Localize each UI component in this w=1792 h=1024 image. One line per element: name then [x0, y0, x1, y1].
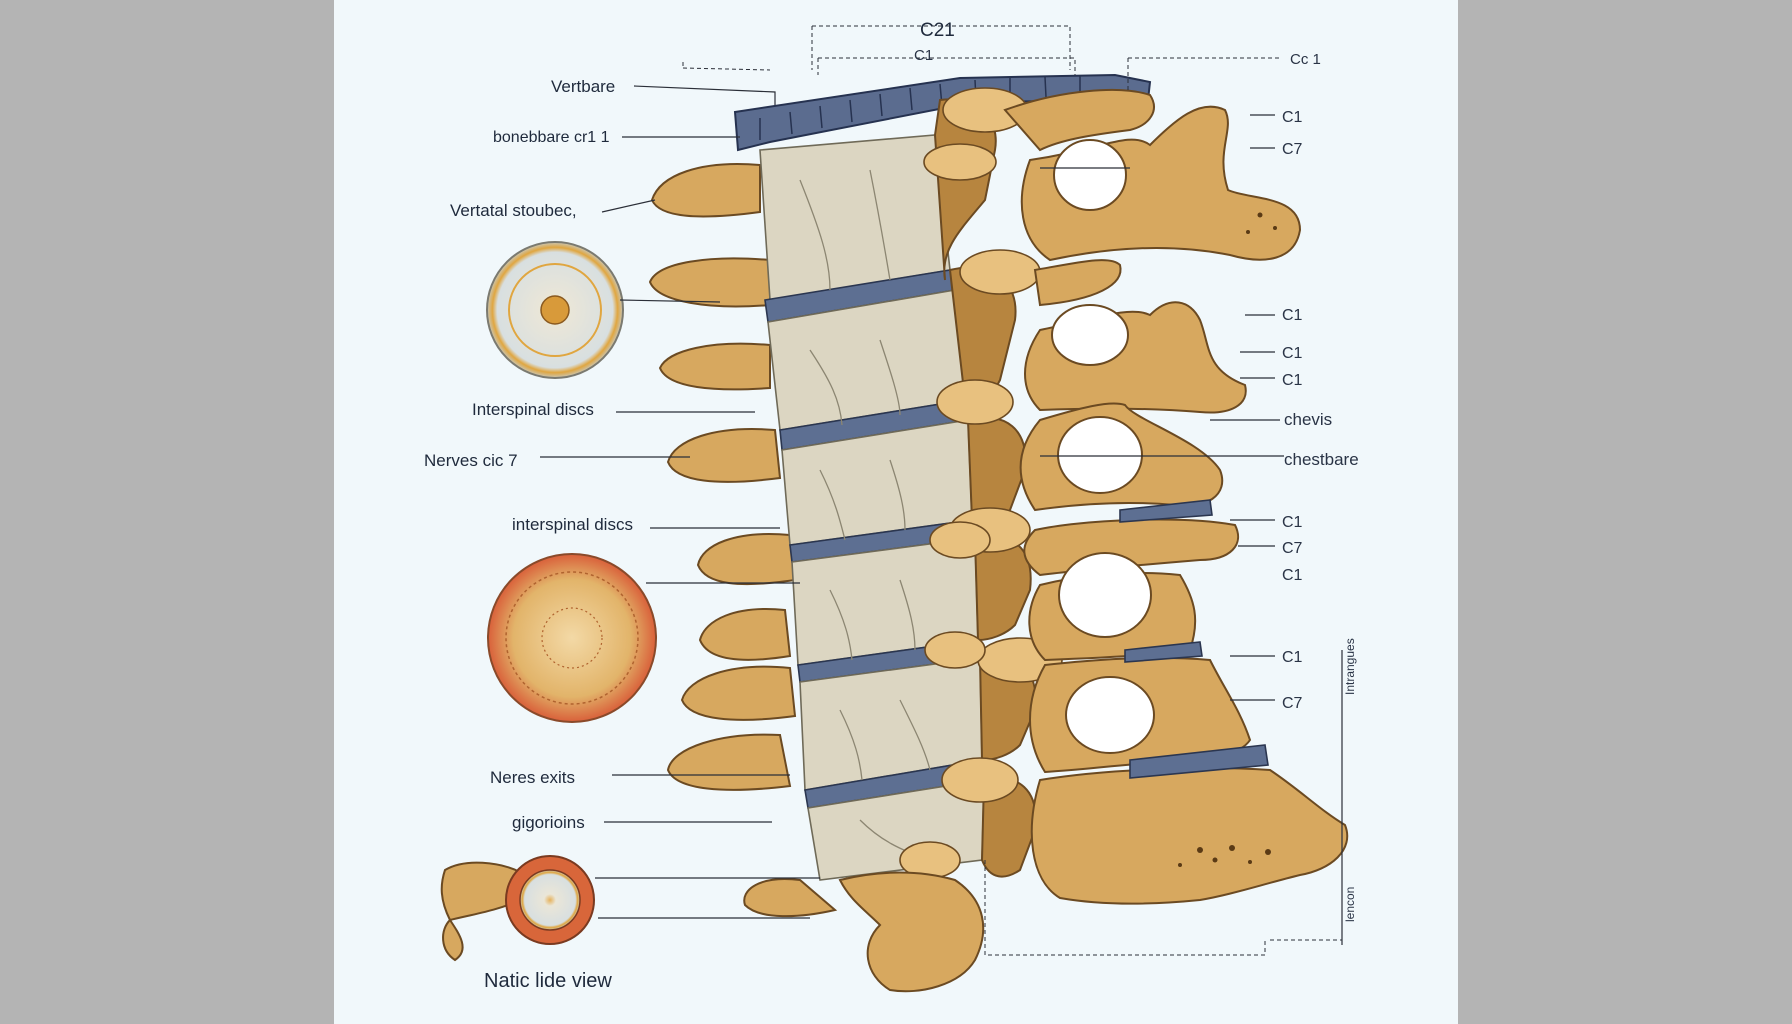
top-labels: C21 C1 Cc 1: [914, 20, 1321, 68]
label-c21: C21: [920, 20, 955, 41]
vertebral-body-column: [759, 134, 985, 881]
disc-cross-section: [486, 241, 624, 379]
label-right-2: C7: [1282, 141, 1303, 158]
label-vertatal-stoubec: Vertatal stoubec,: [450, 201, 577, 220]
label-right-1: C1: [1282, 109, 1303, 126]
bone-cross-section: [487, 553, 657, 723]
left-process-1: [650, 163, 761, 218]
spine-illustration: [648, 73, 1349, 993]
label-nerves-cic7: Nerves cic 7: [424, 451, 518, 470]
dimension-brackets: [682, 25, 1342, 956]
label-neres-exits: Neres exits: [490, 768, 575, 787]
label-right-5: C1: [1282, 372, 1303, 389]
label-interspinal-discs-2: interspinal discs: [512, 515, 633, 534]
left-process-5: [696, 533, 797, 586]
label-right-3: C1: [1282, 307, 1303, 324]
label-right-9: C1: [1282, 649, 1303, 666]
left-process-6: [698, 608, 792, 661]
label-right-8: C1: [1282, 567, 1303, 584]
diagram-caption: Natic lide view: [484, 970, 612, 992]
label-right-7: C7: [1282, 540, 1303, 557]
left-process-8: [666, 733, 792, 791]
label-right-4: C1: [1282, 345, 1303, 362]
label-c1-top: C1: [914, 47, 933, 64]
left-process-3: [658, 342, 771, 391]
label-chevis: chevis: [1284, 410, 1332, 429]
label-vertical-upper: Intrangues: [1343, 638, 1357, 695]
label-vertbare: Vertbare: [551, 77, 615, 96]
label-right-10: C7: [1282, 695, 1303, 712]
left-labels: Vertbare bonebbare cr1 1 Vertatal stoube…: [424, 77, 633, 992]
label-chestbare: chestbare: [1284, 450, 1359, 469]
bottom-vertebra: [838, 871, 985, 993]
label-bonebbare: bonebbare cr1 1: [493, 129, 610, 146]
spinous-processes: [1003, 89, 1349, 905]
vertebra-top-view: [440, 855, 595, 962]
right-labels: C1 C7 C1 C1 C1 chevis chestbare C1 C7 C1…: [1282, 109, 1359, 922]
left-process-2: [648, 257, 771, 308]
leader-lines: [540, 85, 1343, 945]
label-vertical-lower: lencon: [1343, 887, 1357, 922]
left-process-7: [680, 665, 797, 721]
label-gigorioins: gigorioins: [512, 813, 585, 832]
left-process-4: [666, 428, 782, 483]
label-right-6: C1: [1282, 514, 1303, 531]
bottom-left-process: [743, 878, 838, 918]
label-interspinal-discs-1: Interspinal discs: [472, 400, 594, 419]
label-cc1-corner: Cc 1: [1290, 51, 1321, 68]
